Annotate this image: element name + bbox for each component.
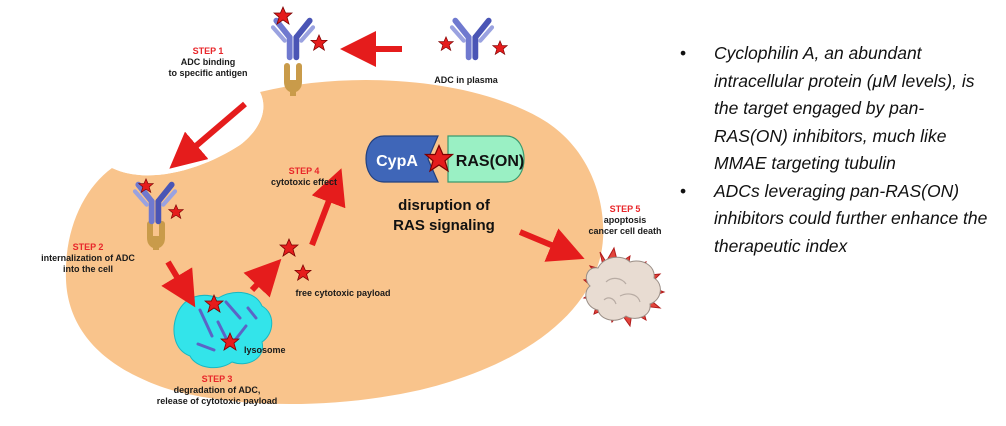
lysosome-label: lysosome <box>244 345 286 355</box>
step5-title: STEP 5 <box>610 204 641 214</box>
step4-title: STEP 4 <box>289 166 320 176</box>
bullet-icon: • <box>680 180 687 201</box>
arrow-payload-to-effect <box>309 168 346 247</box>
step4-line1: cytotoxic effect <box>271 177 337 187</box>
process-arrows <box>161 31 585 308</box>
step1-line1: ADC binding <box>181 57 236 67</box>
cypa-ras-complex <box>365 135 525 183</box>
antigen-receptor <box>284 63 302 96</box>
disruption-label-line2: RAS signaling <box>393 217 495 234</box>
bound-adc-icon <box>273 6 328 57</box>
arrow-binding-to-internalization <box>169 101 247 169</box>
key-point-item: • ADCs leveraging pan-RAS(ON) inhibitors … <box>676 178 998 261</box>
adc-mechanism-diagram: CypA RAS(ON) disruption of RAS signaling… <box>41 6 666 406</box>
adc-in-plasma-icon <box>438 21 508 58</box>
arrow-internalization-to-lysosome <box>161 260 196 308</box>
step3-line1: degradation of ADC, <box>174 385 261 395</box>
key-point-text: Cyclophilin A, an abundant intracellular… <box>714 43 975 173</box>
adc-in-plasma-label: ADC in plasma <box>434 75 499 85</box>
step3-line2: release of cytotoxic payload <box>157 396 278 406</box>
cancer-cell <box>65 79 604 405</box>
cypa-label: CypA <box>376 153 418 170</box>
ras-on-shape <box>447 135 525 183</box>
cypa-shape <box>365 135 439 183</box>
key-points-list: • Cyclophilin A, an abundant intracellula… <box>676 40 998 260</box>
step1-line2: to specific antigen <box>168 68 247 78</box>
apoptosis-burst-icon <box>582 246 666 328</box>
step3-title: STEP 3 <box>202 374 233 384</box>
disruption-label-line1: disruption of <box>398 197 491 214</box>
step5-line1: apoptosis <box>604 215 647 225</box>
step1-title: STEP 1 <box>193 46 224 56</box>
arrow-lysosome-to-payload <box>243 258 282 298</box>
step2-line2: into the cell <box>63 264 113 274</box>
step5-line2: cancer cell death <box>588 226 661 236</box>
bullet-icon: • <box>680 43 687 63</box>
ras-on-label: RAS(ON) <box>456 153 524 170</box>
antigen-receptor-internalized <box>147 221 165 250</box>
key-point-item: • Cyclophilin A, an abundant intracellula… <box>676 40 998 178</box>
arrow-cell-to-apoptosis <box>518 228 585 262</box>
step2-line1: internalization of ADC <box>41 253 135 263</box>
key-point-text: ADCs leveraging pan-RAS(ON) inhibitors c… <box>714 180 988 256</box>
step2-title: STEP 2 <box>73 242 104 252</box>
free-payload-label: free cytotoxic payload <box>295 288 390 298</box>
